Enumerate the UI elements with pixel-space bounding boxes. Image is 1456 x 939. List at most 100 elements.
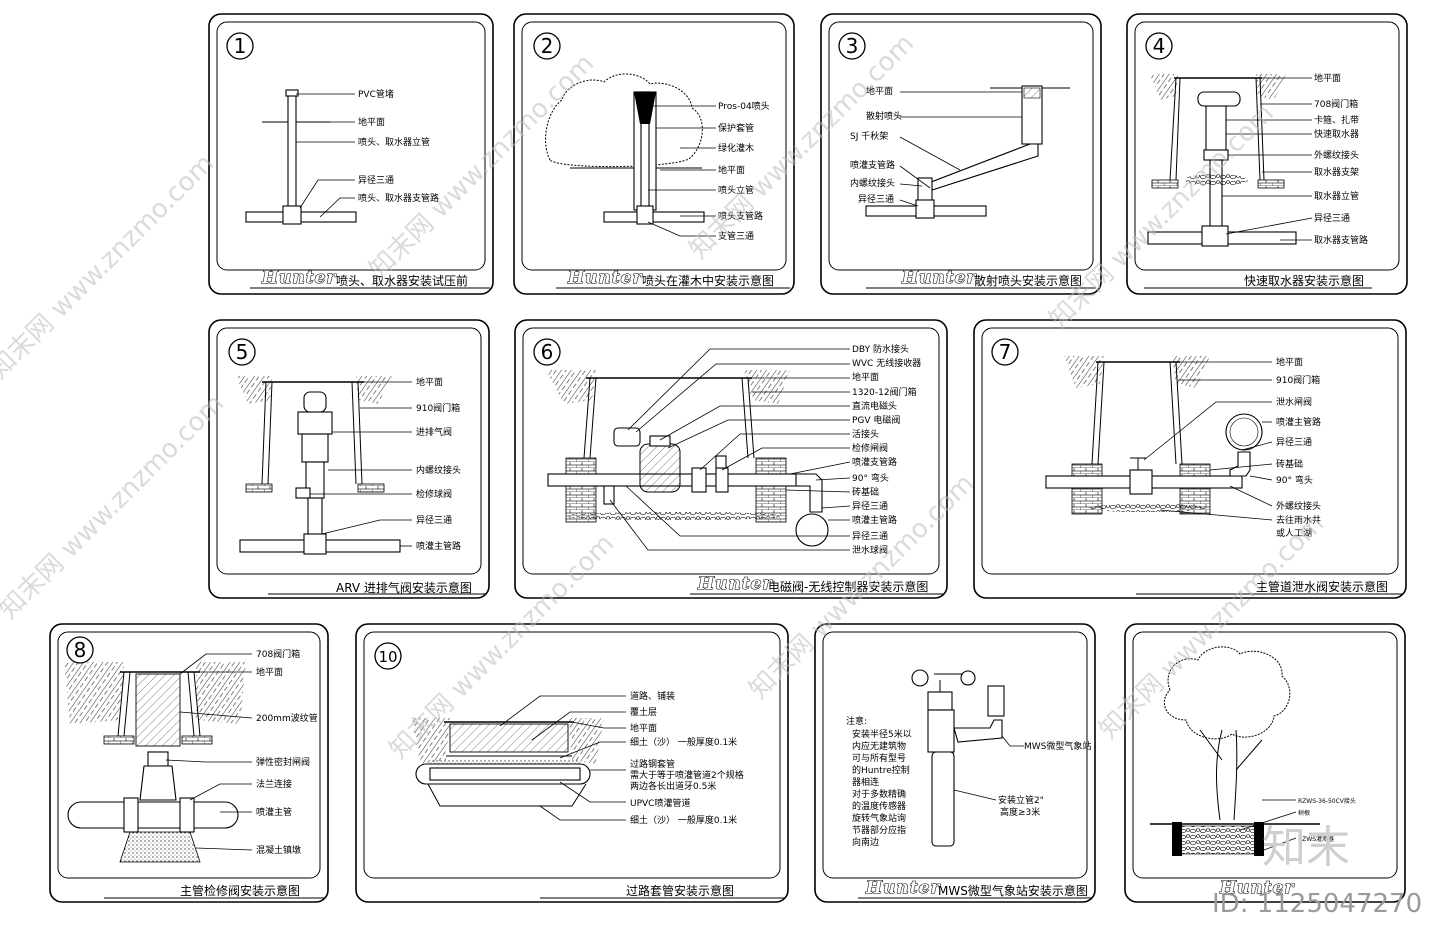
panel-2: 2 Pros-04喷头 保护套管 绿化灌木 地平面 喷头立管 喷头支管路 支管三… (513, 13, 795, 295)
panel-inner-frame (216, 21, 486, 271)
note-line: 的温度传感器 (852, 800, 906, 812)
label-main-pipe: 喷灌主管路 (416, 540, 461, 552)
panel-number: 5 (236, 340, 249, 364)
panel-number-badge (1145, 32, 1173, 60)
weather-station-drawing (911, 669, 1005, 847)
label-tee: 支管三通 (718, 230, 754, 242)
label-quick-coupler: 快速取水器 (1314, 128, 1359, 140)
label-air-valve: 进排气阀 (416, 426, 452, 438)
label-female-adapter: 内螺纹接头 (416, 464, 461, 476)
panel-title: 散射喷头安装示意图 (974, 273, 1082, 288)
swing-joint-drawing (865, 85, 1070, 219)
label-sleeve-spec: 需大于等于喷灌管道2个规格 (630, 769, 744, 781)
panel-frame (208, 319, 490, 599)
label-riser: 喷头立管 (718, 184, 754, 196)
drain-valve-drawing (1045, 356, 1263, 515)
road-crossing-drawing (412, 718, 604, 807)
air-release-valve-drawing (236, 376, 401, 555)
label-lateral-pipe: 喷头、取水器支管路 (358, 192, 439, 204)
label-gate-valve: 检修闸阀 (852, 442, 888, 454)
label-tree-root: 树根 (1298, 809, 1310, 817)
panel-frame (355, 623, 789, 903)
panel-number-badge (533, 32, 561, 60)
label-elbow: 90° 弯头 (1276, 474, 1313, 486)
panel-inner-frame (1134, 21, 1400, 271)
hunter-logo: Hunter (901, 268, 976, 288)
label-pgv-valve: PGV 电磁阀 (852, 414, 900, 426)
label-shrub: 绿化灌木 (718, 142, 754, 154)
label-lateral: 喷灌支管路 (850, 159, 895, 171)
label-coupler-riser: 取水器立管 (1314, 190, 1359, 202)
leader-lines (165, 653, 253, 851)
panel-number-badge (374, 642, 402, 670)
panel-7: 7 地平面 910阀门 (973, 319, 1407, 599)
label-sleeve-extend: 两边各长出道牙0.5米 (630, 780, 716, 792)
watermark-text: 知末网 www.znzmo.com (1044, 99, 1280, 335)
panel-1: 1 PVC管堵 地平面 喷头、取水器立管 异径三通 喷头、取水器支管路 Hunt… (208, 13, 494, 295)
label-ground: 地平面 (852, 371, 879, 383)
label-or-lake: 或人工湖 (1276, 527, 1312, 539)
label-tee-2: 异径三通 (852, 530, 888, 542)
panel-5: 5 地平面 910阀门箱 进排气阀 (208, 319, 490, 599)
label-tee: 异径三通 (1314, 212, 1350, 224)
leader-lines (953, 735, 1024, 801)
panel-title: 主管道泄水阀安装示意图 (1256, 579, 1388, 594)
note-line: 安装半径5米以 (852, 728, 912, 740)
panel-number: 8 (74, 638, 87, 662)
panel-number: 6 (541, 340, 554, 364)
panel-frame (973, 319, 1407, 599)
label-drain-valve: 泄水闸阀 (1276, 396, 1312, 408)
label-riser-height: 高度≥3米 (1000, 806, 1040, 818)
installation-note: 注意: 安装半径5米以 内应无建筑物 可与所有型号 的Huntre控制 器相连 … (846, 715, 912, 848)
panel-number: 7 (999, 340, 1012, 364)
panel-title: 快速取水器安装示意图 (1244, 273, 1364, 288)
leader-lines (609, 348, 851, 551)
solenoid-valve-drawing (546, 370, 829, 547)
label-steel-sleeve: 过路钢套管 (630, 758, 675, 770)
label-riser: 喷头、取水器立管 (358, 136, 430, 148)
label-coupler-bracket: 取水器支架 (1314, 166, 1359, 178)
panel-frame (49, 623, 329, 903)
panel-number: 4 (1153, 34, 1166, 58)
panel-weather-station: MWS微型气象站 安装立管2" 高度≥3米 注意: 安装半径5米以 内应无建筑物… (814, 623, 1096, 903)
watermark-text: 知末网 www.znzmo.com (364, 49, 600, 285)
panel-number: 2 (541, 34, 554, 58)
panel-8: 8 708阀门箱 地平面 200mm波纹管 弹性 (49, 623, 329, 903)
image-id: ID: 1125047270 (1212, 889, 1422, 919)
panel-frame (820, 13, 1102, 295)
label-reducing-tee: 异径三通 (358, 174, 394, 186)
label-riser-size: 安装立管2" (998, 794, 1044, 806)
label-lateral: 喷灌支管路 (852, 456, 897, 468)
panel-frame (814, 623, 1096, 903)
note-line: 节器部分应指 (852, 824, 906, 836)
label-ground: 地平面 (866, 85, 893, 97)
label-upvc-pipe: UPVC喷灌管道 (630, 797, 690, 809)
label-tee: 异径三通 (1276, 436, 1312, 448)
panel-10: 10 道路、铺装 覆土层 地平面 细土（沙） 一般厚度0.1米 过路钢套管 需大… (355, 623, 789, 903)
label-ground: 地平面 (630, 722, 657, 734)
label-ground: 地平面 (416, 376, 443, 388)
panel-inner-frame (363, 631, 781, 879)
watermark-text: 知末网 www.znzmo.com (0, 149, 220, 385)
label-drain-ball-valve: 泄水球阀 (852, 544, 888, 556)
label-cover-soil: 覆土层 (630, 706, 657, 718)
leader-lines (310, 381, 412, 547)
note-line: 内应无建筑物 (852, 740, 906, 752)
label-tee: 异径三通 (416, 514, 452, 526)
label-female-adapter: 内螺纹接头 (850, 177, 895, 189)
label-main-pipe: 喷灌主管 (256, 806, 292, 818)
label-valve-box: 708阀门箱 (1314, 98, 1358, 110)
panel-number: 1 (234, 34, 247, 58)
panel-tree-irrigation: RZWS-36-50CV接头 树根 RZWS灌溉器 Hunter (1124, 623, 1406, 903)
label-connector: RZWS-36-50CV接头 (1298, 797, 1356, 805)
label-fine-soil-bottom: 细土（沙） 一般厚度0.1米 (630, 814, 737, 826)
leader-lines (1239, 799, 1297, 851)
watermark-text: 知末网 www.znzmo.com (0, 389, 230, 625)
hunter-logo: Hunter (697, 574, 772, 594)
leader-lines (647, 105, 716, 237)
main-repair-valve-drawing (64, 662, 246, 863)
label-main-pipe: 喷灌主管路 (852, 514, 897, 526)
label-sleeve: 保护套管 (718, 122, 754, 134)
panel-inner-frame (828, 21, 1094, 271)
note-line: 器相连 (852, 776, 879, 788)
